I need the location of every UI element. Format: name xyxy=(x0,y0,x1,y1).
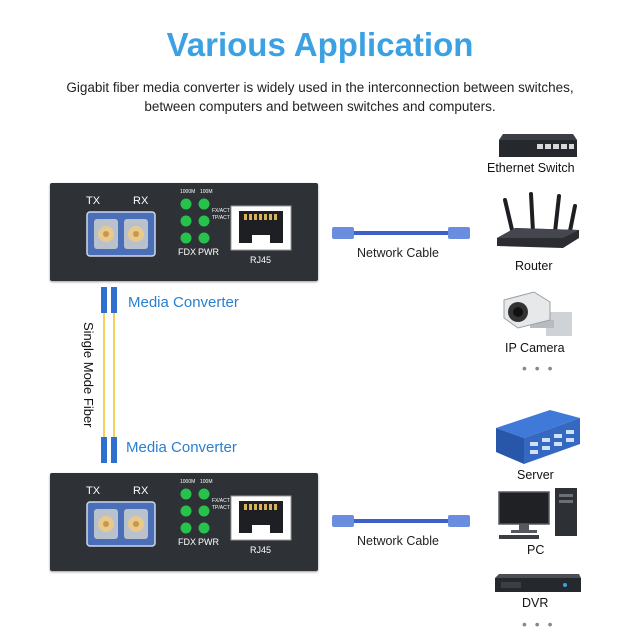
router-icon xyxy=(497,192,579,248)
led-tpact-label: TP/ACT xyxy=(212,505,230,511)
led-tpact-label: TP/ACT xyxy=(212,215,230,221)
tx-label: TX xyxy=(86,485,101,497)
fdx-label: FDX xyxy=(178,247,196,257)
media-converter-top-label: Media Converter xyxy=(128,294,239,311)
pwr-label: PWR xyxy=(198,247,219,257)
pc-label: PC xyxy=(527,543,545,557)
server-label: Server xyxy=(517,468,554,482)
subtitle-line-1: Gigabit fiber media converter is widely … xyxy=(66,80,574,95)
sfp-port-icon xyxy=(86,211,156,257)
ip-camera-icon xyxy=(503,291,572,336)
led-fxact-label: FX/ACT xyxy=(212,498,230,504)
subtitle-line-2: between computers and between switches a… xyxy=(144,99,496,114)
ethernet-switch-icon xyxy=(499,134,577,157)
sfp-port-icon xyxy=(86,501,156,547)
led-100m-label: 100M xyxy=(200,189,213,195)
rj45-port-icon xyxy=(230,205,292,251)
single-mode-fiber-label: Single Mode Fiber xyxy=(81,322,96,428)
media-converter-bottom: TX RX 1000M 100M FX/ACT TP/ACT FDX PWR R… xyxy=(50,473,318,571)
tx-label: TX xyxy=(86,195,101,207)
media-converter-top: TX RX 1000M 100M FX/ACT TP/ACT FDX PWR R… xyxy=(50,183,318,281)
page-title: Various Application xyxy=(166,26,474,63)
server-icon xyxy=(496,410,580,464)
dvr-label: DVR xyxy=(522,596,549,610)
fiber-patch-cord-icon xyxy=(101,287,117,463)
led-fxact-label: FX/ACT xyxy=(212,208,230,214)
rx-label: RX xyxy=(133,195,149,207)
ethernet-switch-label: Ethernet Switch xyxy=(487,161,575,175)
router-label: Router xyxy=(515,259,553,273)
rx-label: RX xyxy=(133,485,149,497)
pc-icon xyxy=(498,488,577,539)
rj45-label: RJ45 xyxy=(250,255,272,265)
rj45-port-icon xyxy=(230,495,292,541)
status-leds-icon xyxy=(180,198,210,244)
network-cable-top-label: Network Cable xyxy=(357,246,439,260)
dvr-icon xyxy=(495,574,581,592)
led-100m-label: 100M xyxy=(200,479,213,485)
more-devices-dots-top: • • • xyxy=(522,360,555,376)
led-1000m-label: 1000M xyxy=(180,189,196,195)
fdx-label: FDX xyxy=(178,537,196,547)
pwr-label: PWR xyxy=(198,537,219,547)
network-cable-top-icon xyxy=(332,227,470,239)
ip-camera-label: IP Camera xyxy=(505,341,565,355)
media-converter-bottom-label: Media Converter xyxy=(126,439,237,456)
more-devices-dots-bottom: • • • xyxy=(522,616,555,632)
rj45-label: RJ45 xyxy=(250,545,272,555)
led-1000m-label: 1000M xyxy=(180,479,196,485)
network-cable-bottom-icon xyxy=(332,515,470,527)
network-cable-bottom-label: Network Cable xyxy=(357,534,439,548)
status-leds-icon xyxy=(180,488,210,534)
page-subtitle: Gigabit fiber media converter is widely … xyxy=(20,78,620,116)
